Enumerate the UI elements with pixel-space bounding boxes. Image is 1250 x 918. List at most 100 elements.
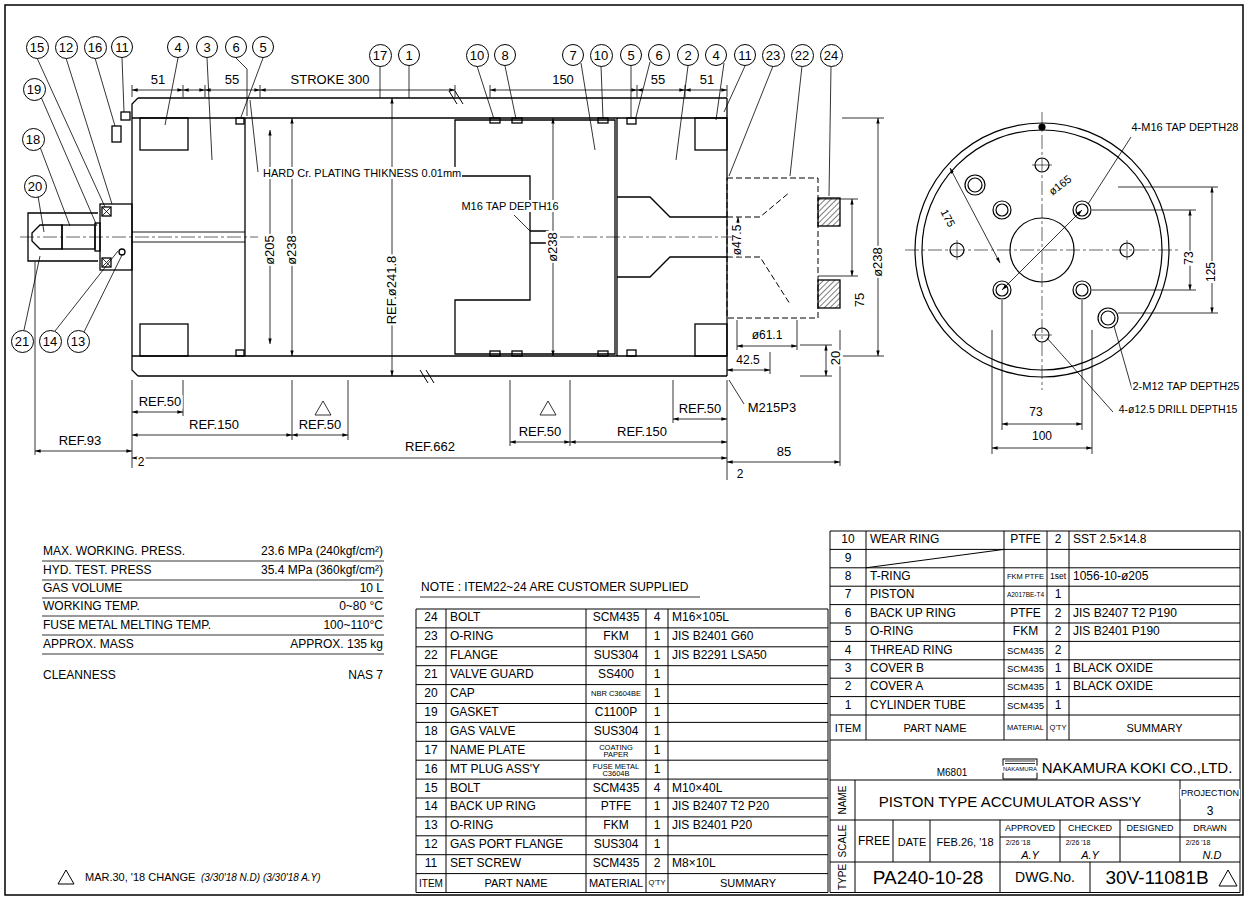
table-cell: 12 [423,839,438,852]
table-cell: 24 [423,612,438,625]
dimension-text: REF.93 [58,434,103,448]
table-cell: 1 [844,699,853,712]
table-cell: BACK UP RING [869,607,957,620]
table-cell: M16×105L [671,612,730,625]
table-cell: SCM435 [1006,682,1045,692]
spec-text: NAS 7 [347,669,384,682]
dimension-text: ø238 [546,231,560,263]
callout-balloon: 10 [466,44,489,67]
table-cell: 2 [1054,607,1063,620]
callout-balloon: 12 [55,36,78,59]
title-block-text: PISTON TYPE ACCUMULATOR ASS'Y [878,794,1143,811]
table-cell: COVER B [869,662,925,675]
table-cell: 1056-10-ø205 [1072,570,1149,583]
callout-number: 16 [88,41,102,54]
table-header: ITEM [418,878,444,889]
callout-balloon: 21 [11,330,34,353]
title-block-text: NAKAMURA KOKI CO.,LTD. [1041,760,1234,777]
dimension-text: 51 [150,73,166,87]
callout-balloon: 2 [677,44,699,66]
table-cell: 2 [653,858,662,871]
dimension-text: ø238 [871,246,885,278]
table-cell: SCM435 [592,858,641,871]
table-cell: PTFE [600,801,633,814]
callout-number: 2 [684,49,691,62]
table-cell: 23 [423,631,438,644]
dimension-text: M16 TAP DEPTH16 [460,200,559,212]
table-cell: NAME PLATE [449,744,526,757]
title-block-text: DWG.No. [1014,870,1076,885]
table-cell: GASKET [449,706,500,719]
dimension-text: 2 [137,456,146,469]
callout-number: 6 [232,41,239,54]
title-block-text: PA240-10-28 [872,868,985,889]
revision-note: MAR.30, '18 CHANGE [84,871,196,883]
dimension-text: ø47.5 [731,224,744,257]
callout-number: 13 [71,335,85,348]
table-header: PART NAME [484,877,549,889]
table-cell: THREAD RING [869,644,954,657]
dimension-text: REF.150 [188,418,240,432]
table-cell: SCM435 [592,612,641,625]
callout-balloon: 16 [84,36,107,59]
table-cell: FKM [602,631,629,644]
callout-number: 5 [627,49,634,62]
table-cell: 9 [844,552,853,565]
table-cell: 1 [1054,699,1063,712]
sheet-frame [5,5,1243,895]
spec-text: GAS VOLUME [42,582,123,595]
dimension-text: 2 [736,468,745,481]
table-cell: 1 [653,820,662,833]
table-cell: FKM [602,820,629,833]
dimension-text: REF.50 [138,395,183,409]
spec-text: FUSE METAL MELTING TEMP. [42,619,212,632]
table-cell: C1100P [594,706,638,719]
callout-balloon: 5 [620,44,642,66]
table-header: MATERIAL [588,877,644,889]
table-cell: 4 [653,612,662,625]
callout-balloon: 15 [26,36,49,59]
table-cell: 1 [653,650,662,663]
callout-balloon: 1 [398,44,420,66]
title-block-text: A.Y [1080,849,1100,861]
table-header: MATERIAL [1006,723,1045,731]
table-cell: COATING PAPER [588,743,645,758]
title-block-text: CHECKED [1067,824,1113,834]
callout-balloon: 14 [39,330,62,353]
dimension-text: STROKE 300 [290,73,371,87]
table-cell: FLANGE [449,650,499,663]
table-cell: 1 [1054,662,1063,675]
callout-balloon: 6 [225,36,247,58]
title-block-text: FEB.26, '18 [935,836,994,848]
callout-balloon: 18 [22,128,45,151]
callout-balloon: 6 [648,44,670,66]
callout-number: 10 [594,49,608,62]
spec-text: MAX. WORKING. PRESS. [42,545,186,558]
table-cell: 15 [423,782,438,795]
callout-balloon: 17 [369,44,392,67]
title-block-text: N.D [1202,849,1223,861]
dimension-text: REF.50 [518,425,563,439]
table-cell: SCM435 [1006,645,1045,655]
table-cell: COVER A [869,681,924,694]
table-cell: BLACK OXIDE [1072,681,1154,694]
table-cell: BOLT [449,612,481,625]
callout-balloon: 19 [23,78,46,101]
dimension-text: 73 [1183,250,1196,265]
table-cell: 1 [653,706,662,719]
table-cell: 2 [844,681,853,694]
table-cell: JIS B2401 P190 [1072,626,1161,639]
dimension-text: 55 [650,73,666,87]
callout-balloon: 11 [734,44,756,66]
table-cell: WEAR RING [869,534,940,547]
table-cell: 20 [423,687,438,700]
title-block-text: 3 [1206,805,1215,818]
table-cell: SCM435 [1006,701,1045,711]
callout-number: 18 [26,133,40,146]
dimension-text: 51 [699,73,715,87]
table-cell: 3 [844,662,853,675]
table-cell: 17 [423,744,438,757]
dimension-text: 125 [1205,261,1218,283]
title-block-text: A.Y [1020,849,1040,861]
table-cell: SCM435 [1006,664,1045,674]
